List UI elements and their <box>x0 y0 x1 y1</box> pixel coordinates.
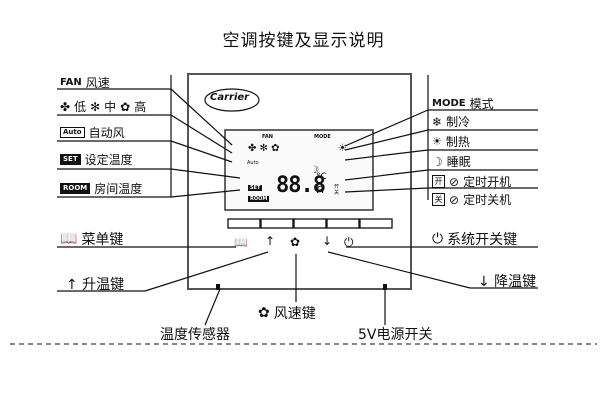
clock-icon: ⊘ <box>449 192 460 207</box>
thermostat-panel <box>187 73 412 290</box>
legend-speeds: ✤低 ✻中 ✿高 <box>60 99 147 115</box>
callout-power-key: ⏻系统开关键 <box>432 231 518 248</box>
clock-icon: ⊘ <box>449 174 460 189</box>
legend-cool: ❄制冷 <box>432 114 471 130</box>
power-icon: ⏻ <box>344 235 354 249</box>
legend-timer-off: 关⊘定时关机 <box>432 191 511 208</box>
lcd-unit-c: °C <box>316 172 327 182</box>
callout-fan-key: ✿风速键 <box>258 305 316 322</box>
lcd-set-label: SET <box>248 185 263 191</box>
arrow-down-icon: ↓ <box>322 234 333 248</box>
page-title: 空调按键及显示说明 <box>222 31 385 51</box>
book-icon: 📖 <box>60 231 78 247</box>
lcd-fan-icons: ✤ ✻ ✿ <box>248 143 280 154</box>
power-button <box>359 218 393 229</box>
legend-heat: ☀制热 <box>432 135 470 149</box>
callout-temp-down: ↓ 降温键 <box>478 274 537 290</box>
arrow-up-icon: ↑ <box>265 234 276 248</box>
lcd-moon-icon: ☽ <box>310 165 319 176</box>
legend-sleep: ☽睡眠 <box>432 154 471 170</box>
legend-timer-on: 开⊘定时开机 <box>432 173 511 190</box>
lcd-mode-label: MODE <box>314 134 331 140</box>
lcd-unit-h: h <box>316 182 325 197</box>
lcd-auto-label: Auto <box>247 160 259 166</box>
fan-low-icon: ✤ <box>60 99 71 114</box>
lcd-sun-icon: ☀ <box>338 143 347 154</box>
up-button <box>260 218 294 229</box>
menu-button <box>227 218 261 229</box>
down-button <box>326 218 360 229</box>
callout-menu-key: 📖菜单键 <box>60 231 124 248</box>
fan-button <box>293 218 327 229</box>
lcd-fan-label: FAN <box>262 134 273 140</box>
book-icon: 📖 <box>234 236 248 249</box>
callout-sensor: 温度传感器 <box>160 327 230 343</box>
power-icon: ⏻ <box>432 231 444 247</box>
lcd-room-label: ROOM <box>248 196 270 202</box>
callout-temp-up: ↑ 升温键 <box>66 277 125 293</box>
lcd-temperature: 88.8 <box>276 173 326 198</box>
sun-icon: ☀ <box>432 135 442 148</box>
callout-power-supply: 5V电源开关 <box>358 327 433 343</box>
fan-mid-icon: ✻ <box>90 99 101 114</box>
fan-icon: ✿ <box>290 235 301 249</box>
lcd-on-off-text: 开 关 <box>334 184 340 196</box>
fan-high-icon: ✿ <box>120 99 131 114</box>
snowflake-icon: ❄ <box>432 114 443 129</box>
carrier-logo-oval <box>204 88 260 112</box>
brand-logo: Carrier <box>210 92 250 103</box>
moon-icon: ☽ <box>432 154 443 169</box>
fan-icon: ✿ <box>258 305 270 321</box>
